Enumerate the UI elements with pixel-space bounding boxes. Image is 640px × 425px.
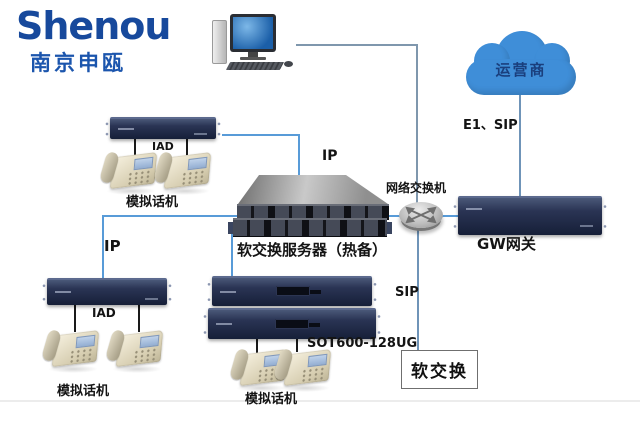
label-softswitch-server: 软交换服务器（热备） — [237, 241, 388, 259]
sot600-device-1 — [206, 276, 378, 306]
link-bus-to-iad2-vertical — [102, 215, 104, 279]
analog-phone — [272, 347, 332, 392]
pc-tower — [212, 20, 227, 64]
label-sot600: SOT600-128UG — [307, 336, 418, 351]
sot600-device-2 — [202, 308, 382, 339]
label-ip-top: IP — [322, 148, 338, 164]
pc-keyboard — [225, 62, 285, 70]
link-cloud-to-gateway-vertical — [519, 92, 521, 198]
device-ports — [275, 318, 310, 329]
label-sip: SIP — [395, 285, 419, 300]
label-network-switch: 网络交换机 — [386, 181, 447, 195]
label-iad-bottom: IAD — [92, 306, 116, 320]
iad-device-bottom — [41, 278, 173, 305]
link-pc-to-switch-horizontal — [296, 44, 418, 46]
desktop-computer — [210, 12, 294, 70]
iad-device-top — [104, 117, 222, 139]
softswitch-server-unit1 — [237, 204, 389, 220]
label-gateway: GW网关 — [477, 235, 536, 253]
cloud-shape — [466, 59, 576, 95]
label-analog-phones-bottom-center: 模拟话机 — [245, 392, 298, 407]
device-front-detail — [220, 290, 236, 293]
device-front-detail — [118, 128, 134, 130]
link-iad1-to-server-vertical — [298, 134, 300, 178]
gateway-device — [452, 196, 608, 235]
device-front-detail — [194, 132, 207, 135]
link-iad1-phone1 — [134, 138, 136, 162]
link-iad1-phone2 — [186, 138, 188, 162]
pc-monitor-base — [240, 57, 266, 60]
label-analog-phones-bottom-left: 模拟话机 — [57, 384, 110, 399]
link-switch-to-softswitch-vertical — [417, 228, 419, 352]
link-pc-to-switch-vertical — [416, 44, 418, 206]
switch-arrows-icon — [405, 206, 437, 224]
network-switch-icon — [399, 202, 443, 234]
pc-monitor — [230, 14, 276, 52]
device-front-detail — [216, 323, 232, 326]
label-iad-top: IAD — [152, 140, 174, 153]
label-ip-left: IP — [104, 237, 121, 255]
analog-phone — [98, 150, 158, 195]
link-sot-phone1 — [256, 338, 258, 354]
brand-logo-chinese: 南京申瓯 — [30, 51, 126, 75]
device-ports — [276, 286, 310, 297]
analog-phone — [104, 328, 164, 373]
device-front-detail — [55, 291, 71, 294]
carrier-cloud: 运营商 — [466, 31, 576, 97]
page-divider — [0, 400, 640, 402]
brand-logo: Shenou — [16, 4, 171, 48]
pc-mouse — [284, 61, 293, 67]
device-front-detail — [466, 208, 482, 211]
carrier-cloud-label: 运营商 — [495, 61, 547, 79]
pc-monitor-stand — [248, 52, 258, 57]
analog-phone — [152, 150, 212, 195]
analog-phone — [40, 328, 100, 373]
device-front-detail — [145, 297, 158, 300]
link-server-to-sot-vertical — [231, 228, 233, 277]
link-iad2-phone2 — [138, 303, 140, 332]
softswitch-server-top-panel — [238, 175, 388, 204]
link-iad1-to-server-horizontal — [222, 134, 300, 136]
softswitch-box: 软交换 — [401, 350, 478, 389]
analog-phone — [228, 347, 288, 392]
device-front-detail — [580, 224, 593, 227]
softswitch-server-unit2 — [228, 218, 392, 237]
label-e1-sip: E1、SIP — [463, 118, 518, 133]
pc-screen — [233, 17, 273, 49]
label-analog-phones-top: 模拟话机 — [126, 195, 179, 210]
link-sot-phone2 — [296, 338, 298, 352]
link-iad2-phone1 — [74, 303, 76, 332]
